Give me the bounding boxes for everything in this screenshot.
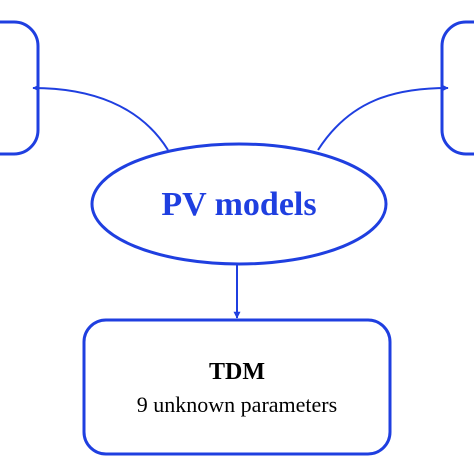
left-model-box [0,20,40,156]
arrow-to-right-box [317,84,449,151]
bottom-box-title: TDM [209,359,265,385]
arrow-to-left-box [32,84,169,151]
bottom-box-subtitle: 9 unknown parameters [137,392,337,417]
center-ellipse [90,142,388,266]
center-label: PV models [161,186,316,223]
bottom-model-box [82,318,392,456]
